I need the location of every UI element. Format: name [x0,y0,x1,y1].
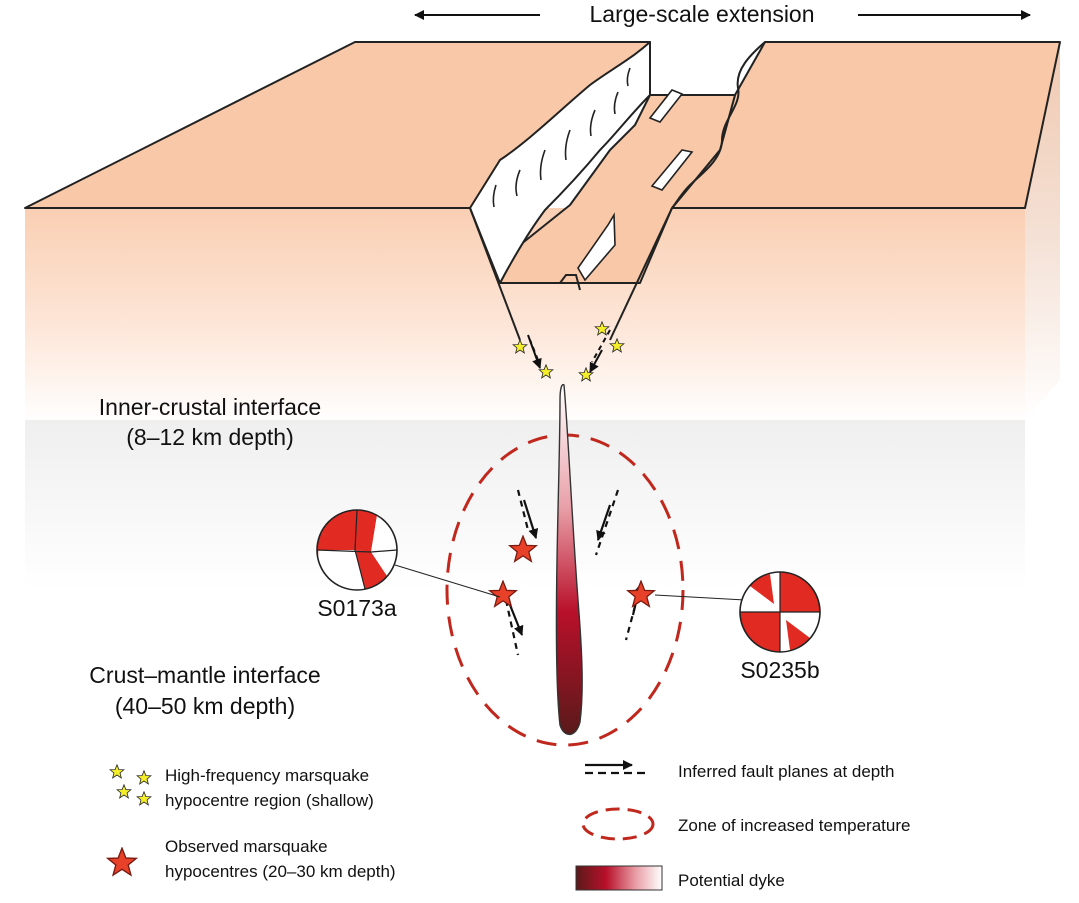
dashed-arrow-icon [585,760,650,775]
legend-hf-line1: High-frequency marsquake [165,766,369,785]
dyke-gradient-icon [575,865,663,891]
crust-block-right-face [1025,42,1060,420]
legend-observed-line1: Observed marsquake [165,837,328,856]
connector-s0173a [394,564,501,598]
inner-interface-label: Inner-crustal interface [99,394,321,420]
crust-mantle-label: Crust–mantle interface [89,662,320,688]
legend-hf-line2: hypocentre region (shallow) [165,791,374,810]
yellow-star-icon [136,791,152,806]
beachball-s0173a [316,509,398,591]
diagram-title: Large-scale extension [589,1,814,27]
potential-dyke [555,383,583,736]
connector-s0235b [654,594,746,601]
legend-zone: Zone of increased temperature [678,816,910,835]
beachball-s0235b [739,571,821,653]
legend-fault: Inferred fault planes at depth [678,762,894,781]
shallow-fault-arrows [527,329,611,373]
graben-ridges [577,89,694,282]
deep-fault-arrows [504,489,643,656]
dashed-ellipse-icon [581,807,655,841]
event-label-s0173a: S0173a [317,595,397,621]
right-scarp-edge [671,41,766,209]
event-label-s0235b: S0235b [740,657,819,683]
red-star-icon [107,847,137,876]
right-surface-plateau [671,41,1061,209]
yellow-star-icon [116,784,132,799]
scarp-hatching [492,67,631,208]
graben-faults [469,207,673,341]
legend-dyke: Potential dyke [678,871,785,890]
legend: High-frequency marsquake hypocentre regi… [107,760,910,891]
yellow-star-icon [109,764,125,779]
left-fault-scarp [469,41,651,284]
legend-observed-line2: hypocentres (20–30 km depth) [165,862,396,881]
crust-mantle-depth: (40–50 km depth) [115,693,295,719]
inner-interface-depth: (8–12 km depth) [126,424,293,450]
yellow-star-icon [136,770,152,785]
